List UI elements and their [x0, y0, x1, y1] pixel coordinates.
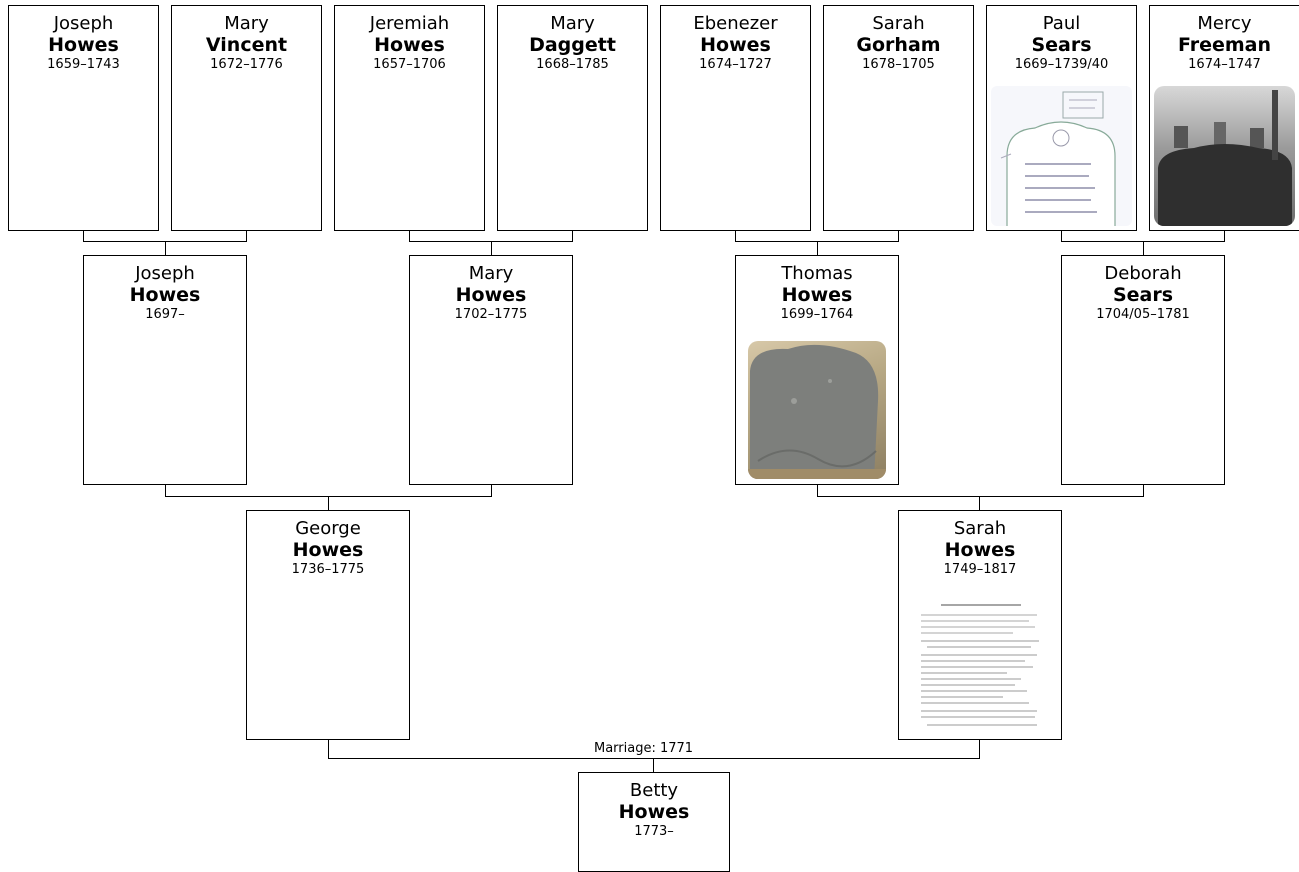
life-dates: 1678–1705 — [862, 57, 935, 72]
surname: Howes — [374, 34, 445, 56]
connector — [328, 739, 329, 759]
person-card-mary-daggett[interactable]: Mary Daggett 1668–1785 — [497, 5, 648, 231]
life-dates: 1773– — [634, 824, 674, 839]
given-name: Joseph — [53, 13, 114, 34]
connector — [246, 230, 247, 242]
surname: Daggett — [529, 34, 616, 56]
connector — [1061, 230, 1062, 242]
person-card-sarah-gorham[interactable]: Sarah Gorham 1678–1705 — [823, 5, 974, 231]
given-name: Sarah — [872, 13, 925, 34]
connector — [491, 484, 492, 497]
life-dates: 1699–1764 — [780, 307, 854, 322]
person-card-paul-sears[interactable]: Paul Sears 1669–1739/40 — [986, 5, 1137, 231]
person-card-joseph-howes-1659[interactable]: Joseph Howes 1659–1743 — [8, 5, 159, 231]
life-dates: 1668–1785 — [536, 57, 609, 72]
surname: Gorham — [856, 34, 941, 56]
cemetery-photo-image[interactable] — [1154, 86, 1295, 226]
marriage-line — [328, 758, 980, 759]
person-card-sarah-howes[interactable]: Sarah Howes 1749–1817 — [898, 510, 1062, 740]
connector — [1143, 484, 1144, 497]
surname: Howes — [48, 34, 119, 56]
life-dates: 1672–1776 — [210, 57, 283, 72]
person-card-joseph-howes-1697[interactable]: Joseph Howes 1697– — [83, 255, 247, 485]
given-name: Paul — [1042, 13, 1081, 34]
document-scan-image[interactable] — [917, 601, 1045, 733]
connector — [653, 758, 654, 772]
surname: Howes — [292, 539, 364, 561]
person-card-mary-howes[interactable]: Mary Howes 1702–1775 — [409, 255, 573, 485]
life-dates: 1674–1727 — [699, 57, 772, 72]
life-dates: 1657–1706 — [373, 57, 446, 72]
surname: Sears — [1112, 284, 1174, 306]
person-card-deborah-sears[interactable]: Deborah Sears 1704/05–1781 — [1061, 255, 1225, 485]
connector — [979, 496, 980, 510]
surname: Sears — [1031, 34, 1092, 56]
life-dates: 1674–1747 — [1188, 57, 1261, 72]
person-card-ebenezer-howes[interactable]: Ebenezer Howes 1674–1727 — [660, 5, 811, 231]
given-name: Ebenezer — [693, 13, 778, 34]
given-name: Mary — [468, 263, 514, 284]
given-name: Joseph — [135, 263, 195, 284]
marriage-label: Marriage: 1771 — [594, 741, 694, 756]
life-dates: 1749–1817 — [943, 562, 1017, 577]
connector — [409, 230, 410, 242]
document-icon — [921, 604, 1039, 726]
connector — [979, 739, 980, 759]
surname: Howes — [700, 34, 771, 56]
connector — [165, 484, 166, 497]
connector — [328, 496, 329, 510]
gravestone-icon — [748, 344, 886, 479]
surname: Howes — [781, 284, 853, 306]
surname: Vincent — [205, 34, 288, 56]
life-dates: 1697– — [145, 307, 185, 322]
given-name: Deborah — [1104, 263, 1182, 284]
connector — [898, 230, 899, 242]
given-name: George — [295, 518, 361, 539]
gravestone-photo-image[interactable] — [748, 341, 886, 479]
surname: Howes — [944, 539, 1016, 561]
life-dates: 1702–1775 — [454, 307, 528, 322]
gravestone-drawing-image[interactable] — [991, 86, 1132, 226]
given-name: Betty — [629, 780, 679, 801]
person-card-thomas-howes[interactable]: Thomas Howes 1699–1764 — [735, 255, 899, 485]
surname: Howes — [455, 284, 527, 306]
given-name: Mary — [224, 13, 269, 34]
life-dates: 1659–1743 — [47, 57, 120, 72]
given-name: Jeremiah — [369, 13, 450, 34]
connector — [1224, 230, 1225, 242]
surname: Howes — [129, 284, 201, 306]
surname: Howes — [618, 801, 690, 823]
cemetery-icon — [1158, 90, 1292, 226]
connector — [817, 484, 818, 497]
connector — [572, 230, 573, 242]
connector — [491, 241, 492, 255]
surname: Freeman — [1177, 34, 1272, 56]
person-card-betty-howes[interactable]: Betty Howes 1773– — [578, 772, 730, 872]
connector — [165, 241, 166, 255]
connector — [83, 230, 84, 242]
given-name: Thomas — [781, 263, 853, 284]
person-card-mary-vincent[interactable]: Mary Vincent 1672–1776 — [171, 5, 322, 231]
life-dates: 1704/05–1781 — [1096, 307, 1190, 322]
life-dates: 1669–1739/40 — [1014, 57, 1109, 72]
person-card-mercy-freeman[interactable]: Mercy Freeman 1674–1747 — [1149, 5, 1299, 231]
given-name: Sarah — [953, 518, 1007, 539]
given-name: Mercy — [1197, 13, 1252, 34]
connector — [1143, 241, 1144, 255]
connector — [817, 496, 1144, 497]
connector — [817, 241, 818, 255]
gravestone-sketch-icon — [1000, 91, 1116, 226]
person-card-jeremiah-howes[interactable]: Jeremiah Howes 1657–1706 — [334, 5, 485, 231]
given-name: Mary — [550, 13, 595, 34]
connector — [735, 230, 736, 242]
life-dates: 1736–1775 — [291, 562, 365, 577]
person-card-george-howes[interactable]: George Howes 1736–1775 — [246, 510, 410, 740]
